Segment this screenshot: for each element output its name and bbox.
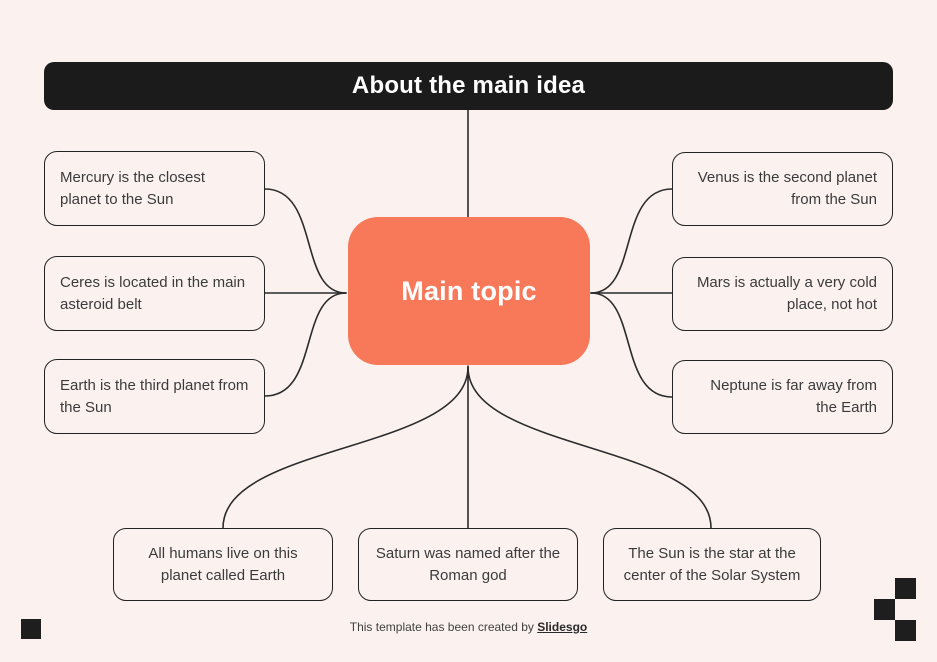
branch-node-mercury: Mercury is the closest planet to the Sun (44, 151, 265, 226)
branch-node-ceres: Ceres is located in the main asteroid be… (44, 256, 265, 331)
branch-node-venus: Venus is the second planet from the Sun (672, 152, 893, 226)
branch-node-neptune: Neptune is far away from the Earth (672, 360, 893, 434)
page-title: About the main idea (351, 72, 586, 99)
main-topic-node: Main topic (348, 217, 590, 365)
connector-right-neptune (590, 292, 673, 398)
branch-label: Mercury is the closest planet to the Sun (60, 168, 206, 208)
branch-label: Saturn was named after the Roman god (375, 544, 561, 584)
branch-node-earth: Earth is the third planet from the Sun (44, 359, 265, 434)
decor-checker-square-2 (874, 599, 895, 620)
decor-square-bottom-left (21, 619, 41, 639)
branch-node-humans-earth: All humans live on this planet called Ea… (113, 528, 333, 601)
main-topic-label: Main topic (401, 275, 537, 306)
branch-label: Mars is actually a very cold place, not … (696, 274, 877, 313)
branch-node-sun: The Sun is the star at the center of the… (603, 528, 821, 601)
connector-left-earth (264, 292, 347, 397)
credit-line: This template has been created by Slides… (0, 620, 937, 634)
credit-text: This template has been created by (349, 620, 538, 634)
connector-bottom-sun (467, 366, 712, 529)
branch-node-mars: Mars is actually a very cold place, not … (672, 257, 893, 331)
slidesgo-link[interactable]: Slidesgo (537, 620, 588, 634)
branch-label: Earth is the third planet from the Sun (60, 376, 249, 416)
branch-label: The Sun is the star at the center of the… (623, 544, 801, 584)
decor-checker-square-3 (895, 620, 916, 641)
branch-label: All humans live on this planet called Ea… (148, 544, 298, 584)
title-banner: About the main idea (44, 62, 893, 110)
branch-label: Venus is the second planet from the Sun (697, 169, 877, 208)
connector-right-venus (590, 188, 673, 294)
branch-label: Neptune is far away from the Earth (710, 377, 877, 416)
decor-checker-square-1 (895, 578, 916, 599)
branch-label: Ceres is located in the main asteroid be… (60, 273, 246, 313)
connector-left-mercury (264, 188, 347, 294)
connector-bottom-earth (222, 366, 469, 529)
branch-node-saturn: Saturn was named after the Roman god (358, 528, 578, 601)
